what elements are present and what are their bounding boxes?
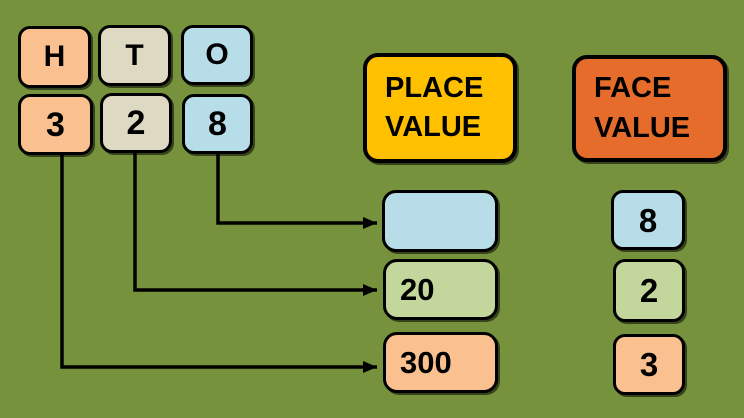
face-value-ones: 8 <box>638 201 658 239</box>
place-value-box-tens: 20 <box>383 259 498 320</box>
digit-box-hundreds: 3 <box>18 94 93 155</box>
arrow-tens-to-place-value <box>133 151 377 296</box>
place-value-tens: 20 <box>400 272 435 307</box>
letter-tens: T <box>125 38 144 72</box>
arrow-hundreds-to-place-value <box>60 153 377 373</box>
arrow-ones-to-place-value <box>216 152 377 229</box>
letter-box-ones: O <box>181 25 253 85</box>
digit-ones: 8 <box>208 105 227 143</box>
face-value-tens: 2 <box>639 272 659 309</box>
place-value-header: PLACE VALUE <box>363 53 517 163</box>
place-value-box-hundreds: 300 <box>383 332 498 393</box>
place-value-header-line1: PLACE <box>385 71 484 104</box>
digit-tens: 2 <box>126 104 146 142</box>
digit-box-tens: 2 <box>100 93 172 153</box>
digit-hundreds: 3 <box>46 105 65 144</box>
place-value-hundreds: 300 <box>400 345 452 380</box>
face-value-box-ones: 8 <box>611 190 685 250</box>
face-value-hundreds: 3 <box>639 346 659 383</box>
face-value-header-line2: VALUE <box>594 111 691 144</box>
place-value-header-line2: VALUE <box>385 111 482 143</box>
letter-box-tens: T <box>98 25 171 86</box>
letter-box-hundreds: H <box>18 26 91 88</box>
digit-box-ones: 8 <box>182 94 253 154</box>
letter-ones: O <box>205 38 229 71</box>
face-value-header-line1: FACE <box>594 72 672 105</box>
face-value-header: FACE VALUE <box>572 55 727 162</box>
place-value-box-ones <box>382 190 498 252</box>
face-value-box-tens: 2 <box>613 259 685 322</box>
letter-hundreds: H <box>43 40 66 73</box>
face-value-box-hundreds: 3 <box>613 334 685 395</box>
